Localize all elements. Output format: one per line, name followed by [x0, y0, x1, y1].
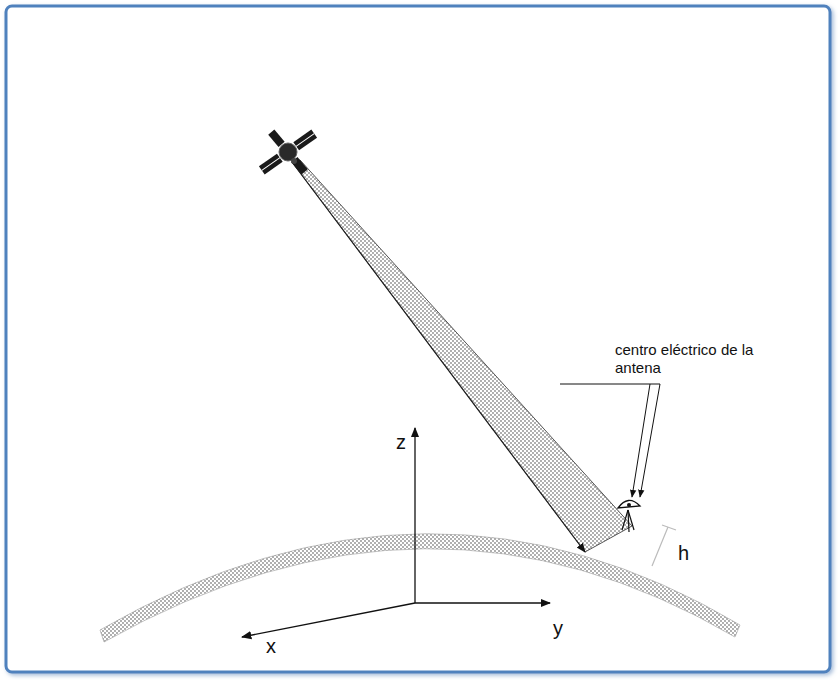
leader-line — [640, 384, 660, 497]
axis-label: y — [553, 616, 563, 640]
antenna — [618, 500, 640, 532]
satellite — [259, 130, 317, 175]
dimension-label: h — [678, 541, 689, 565]
height-tick — [662, 525, 676, 530]
axis-label: z — [396, 430, 406, 454]
frame-border — [6, 6, 830, 672]
y-axis — [415, 602, 550, 603]
leader-line — [632, 384, 650, 497]
z-axis — [414, 428, 415, 603]
leader-line — [560, 384, 660, 385]
x-axis — [242, 603, 415, 637]
signal-ray — [292, 162, 585, 552]
signal-beam — [292, 160, 632, 552]
axis-label: x — [266, 634, 276, 658]
earth-surface — [100, 534, 740, 642]
callout-label: centro eléctrico de la antena — [615, 341, 775, 377]
height-dimension — [652, 527, 668, 566]
